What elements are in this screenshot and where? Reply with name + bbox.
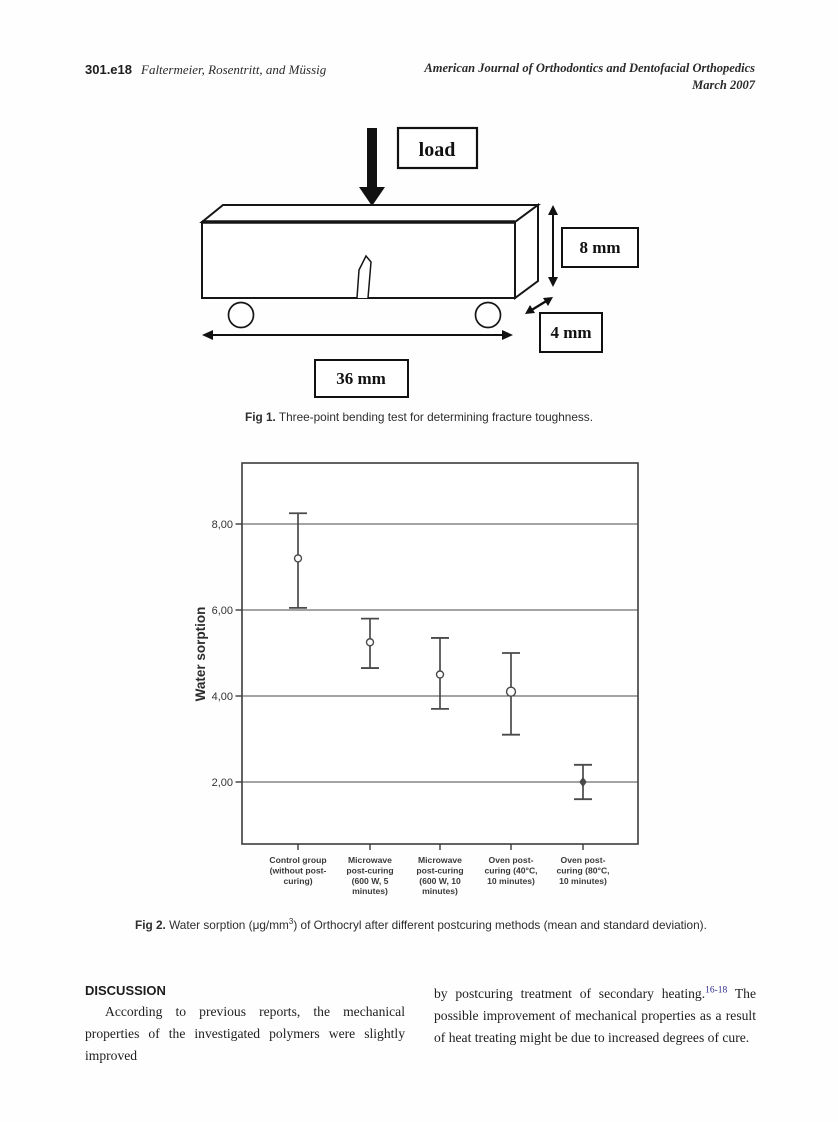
depth-label: 4 mm bbox=[550, 323, 591, 342]
load-arrow bbox=[367, 128, 377, 189]
discussion-column-left: DISCUSSION According to previous reports… bbox=[85, 983, 405, 1067]
discussion-heading: DISCUSSION bbox=[85, 983, 166, 998]
beam-right-face bbox=[514, 203, 539, 300]
discussion-paragraph-right: by postcuring treatment of secondary hea… bbox=[434, 983, 756, 1049]
roller-left bbox=[227, 301, 255, 329]
figure1-caption: Fig 1. Three-point bending test for dete… bbox=[0, 409, 838, 426]
x-category-label: Oven post-curing (40°C,10 minutes) bbox=[484, 855, 537, 886]
span-label: 36 mm bbox=[336, 369, 386, 388]
notch-fill bbox=[357, 256, 371, 298]
span-label-box bbox=[314, 359, 409, 398]
mean-marker bbox=[435, 670, 445, 679]
figure2-caption-label: Fig 2. bbox=[135, 917, 166, 932]
y-axis-title: Water sorption bbox=[193, 607, 208, 702]
y-tick-label: 2,00 bbox=[212, 777, 233, 789]
authors: Faltermeier, Rosentritt, and Müssig bbox=[141, 62, 327, 77]
journal-title: American Journal of Orthodontics and Den… bbox=[424, 61, 755, 75]
y-tick-label: 6,00 bbox=[212, 605, 233, 617]
running-header-left: 301.e18 Faltermeier, Rosentritt, and Müss… bbox=[85, 62, 326, 78]
span-arrowhead-left bbox=[202, 330, 213, 340]
figure2-caption: Fig 2. Water sorption (μg/mm3) of Orthoc… bbox=[135, 916, 719, 933]
figure2-caption-text-2: ) of Orthocryl after different postcurin… bbox=[293, 917, 707, 932]
running-header-right: American Journal of Orthodontics and Den… bbox=[424, 60, 755, 94]
notch bbox=[356, 254, 372, 299]
figure2-caption-text-1: Water sorption (μg/mm bbox=[165, 917, 289, 932]
height-arrowhead-top bbox=[548, 205, 558, 215]
page-number: 301.e18 bbox=[85, 62, 132, 77]
mean-marker bbox=[579, 776, 587, 788]
beam-top-face bbox=[199, 204, 542, 223]
depth-label-box bbox=[539, 312, 603, 353]
mean-marker bbox=[365, 638, 375, 647]
span-arrowhead-right bbox=[502, 330, 513, 340]
mean-marker bbox=[505, 686, 517, 697]
height-arrowhead-bottom bbox=[548, 277, 558, 287]
figure2-caption-sup: 3 bbox=[288, 917, 294, 926]
x-category-label: Control group(without post-curing) bbox=[269, 855, 326, 886]
figure1-diagram: load 8 mm 4 mm 36 mm bbox=[199, 126, 639, 398]
depth-dimension-arrow bbox=[529, 298, 549, 313]
discussion-right-text-1: by postcuring treatment of secondary hea… bbox=[434, 986, 706, 1001]
load-arrowhead bbox=[359, 187, 385, 206]
depth-arrowhead-bottom bbox=[525, 305, 535, 314]
mean-marker bbox=[293, 554, 303, 563]
y-tick-label: 4,00 bbox=[212, 691, 233, 703]
height-label: 8 mm bbox=[579, 238, 620, 257]
discussion-right-text-2: The possible improvement of mechanical p… bbox=[434, 986, 756, 1045]
load-label-box bbox=[396, 126, 479, 170]
depth-arrowhead-top bbox=[543, 297, 553, 306]
issue-date: March 2007 bbox=[692, 77, 755, 92]
y-tick-label: 8,00 bbox=[212, 519, 233, 531]
x-category-label: Oven post-curing (80°C,10 minutes) bbox=[556, 855, 609, 886]
figure1-caption-text: Three-point bending test for determining… bbox=[275, 410, 593, 424]
reference-superscript[interactable]: 16-18 bbox=[705, 985, 728, 996]
discussion-paragraph-left: According to previous reports, the mecha… bbox=[85, 1004, 405, 1063]
figure1-caption-label: Fig 1. bbox=[245, 410, 276, 424]
height-label-box bbox=[561, 227, 639, 268]
discussion-column-right: by postcuring treatment of secondary hea… bbox=[434, 983, 756, 1049]
roller-right bbox=[474, 301, 502, 329]
load-label: load bbox=[419, 139, 456, 161]
